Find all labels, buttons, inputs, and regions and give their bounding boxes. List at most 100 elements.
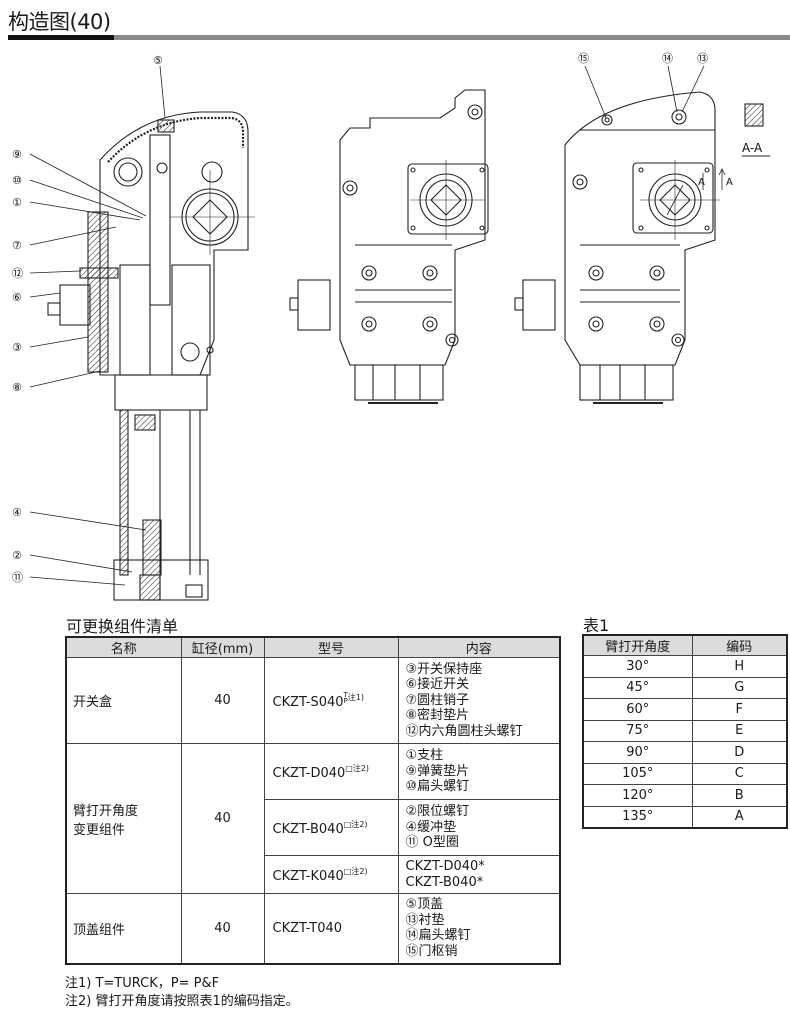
- code-cell: D: [691, 741, 788, 764]
- table1-title: 表1: [583, 616, 610, 635]
- callout-11: ⑪: [12, 571, 23, 584]
- model-code: CKZT-K040: [272, 868, 344, 884]
- part-contents: ①支柱 ⑨弹簧垫片 ⑩扁头螺钉: [397, 743, 561, 800]
- callout-13: ⑬: [697, 52, 708, 65]
- part-model: CKZT-B040□注2): [263, 799, 399, 856]
- part-name-line1: 臂打开角度: [73, 803, 139, 819]
- content-item: ⑭扁头螺钉: [405, 928, 471, 944]
- model-code: CKZT-T040: [272, 920, 343, 936]
- model-box: □: [343, 866, 352, 876]
- code-cell: A: [691, 805, 788, 829]
- section-detail-icon: [742, 103, 770, 157]
- part-bore: 40: [180, 743, 265, 894]
- footnote-1: 注1) T=TURCK，P= P&F: [65, 976, 220, 991]
- angle-cell: 135°: [582, 805, 693, 829]
- content-item: ②限位螺钉: [405, 804, 470, 820]
- part-contents: ②限位螺钉 ④缓冲垫 ⑪ O型圈: [397, 799, 561, 856]
- table-header-row: 名称 缸径(mm) 型号 内容: [65, 636, 561, 658]
- content-item: ⑮门枢销: [405, 943, 458, 959]
- part-bore: 40: [180, 657, 265, 744]
- code-cell: C: [691, 762, 788, 785]
- content-item: ①支柱: [405, 748, 444, 764]
- callout-9: ⑨: [12, 148, 22, 161]
- parts-list-title: 可更换组件清单: [66, 617, 179, 636]
- part-model: CKZT-K040□注2): [263, 855, 399, 894]
- content-item: ⑪ O型圈: [405, 835, 459, 851]
- part-model: CKZT-D040□注2): [263, 743, 399, 800]
- code-cell: E: [691, 719, 788, 742]
- callout-labels: ⑤ ⑨ ⑩ ① ⑦ ⑫ ⑥ ③ ⑧ ④ ② ⑪: [12, 54, 163, 584]
- table-row: 60°F: [582, 698, 788, 721]
- part-name: 顶盖组件: [65, 893, 182, 964]
- header-contents: 内容: [397, 636, 561, 658]
- header-bore: 缸径(mm): [180, 636, 265, 658]
- table-row: CKZT-K040□注2) CKZT-D040* CKZT-B040*: [66, 855, 561, 894]
- part-contents: ⑤顶盖 ⑬衬垫 ⑭扁头螺钉 ⑮门枢销: [397, 893, 561, 964]
- content-item: ⑤顶盖: [405, 897, 444, 913]
- suffix-p: P: [343, 696, 348, 705]
- angle-cell: 30°: [582, 655, 693, 678]
- model-code: CKZT-B040: [272, 821, 344, 837]
- callout-7: ⑦: [12, 239, 22, 252]
- structure-drawing: ⑤ ⑨ ⑩ ① ⑦ ⑫ ⑥ ③ ⑧ ④ ② ⑪: [12, 52, 770, 601]
- model-box: □: [343, 819, 352, 829]
- callout-2: ②: [12, 549, 22, 562]
- table-row: CKZT-B040□注2) ②限位螺钉 ④缓冲垫 ⑪ O型圈: [66, 799, 561, 856]
- callout-5: ⑤: [153, 54, 163, 67]
- content-item: CKZT-B040*: [405, 874, 484, 890]
- angle-cell: 75°: [582, 719, 693, 742]
- model-note: 注1): [347, 692, 365, 702]
- code-cell: F: [691, 698, 788, 721]
- model-note-text: 注2): [352, 763, 370, 773]
- table-row: 90°D: [582, 741, 788, 764]
- callout-1: ①: [12, 196, 22, 209]
- callout-14: ⑭: [662, 52, 673, 65]
- content-item: CKZT-D040*: [405, 858, 485, 874]
- callout-6: ⑥: [12, 291, 22, 304]
- page-title: 构造图(40): [8, 10, 111, 34]
- model-note: □注2): [344, 867, 368, 876]
- part-name: 臂打开角度 变更组件: [65, 743, 182, 894]
- table-row: 135°A: [582, 805, 788, 829]
- section-view: [47, 111, 255, 601]
- footnote-2: 注2) 臂打开角度请按照表1的编码指定。: [65, 994, 299, 1009]
- top-view: [514, 91, 726, 404]
- model-note: □注2): [345, 764, 369, 773]
- part-contents: CKZT-D040* CKZT-B040*: [397, 855, 561, 894]
- header-code: 编码: [691, 634, 788, 656]
- content-item: ⑦圆柱销子: [405, 692, 470, 708]
- callout-12: ⑫: [12, 267, 23, 280]
- content-item: ④缓冲垫: [405, 819, 457, 835]
- table-header-row: 臂打开角度 编码: [582, 634, 788, 656]
- content-item: ⑫内六角圆柱头螺钉: [405, 723, 523, 739]
- model-note: □注2): [344, 820, 368, 829]
- part-bore: 40: [180, 893, 265, 964]
- header-model: 型号: [263, 636, 399, 658]
- suffix-t: T: [343, 690, 348, 699]
- content-item: ⑧密封垫片: [405, 708, 470, 724]
- callout-15: ⑮: [578, 52, 589, 65]
- callout-4: ④: [12, 506, 22, 519]
- angle-cell: 105°: [582, 762, 693, 785]
- section-marker-a: A: [726, 177, 733, 188]
- header-angle: 臂打开角度: [582, 634, 693, 656]
- angle-cell: 120°: [582, 784, 693, 807]
- callout-8: ⑧: [12, 381, 22, 394]
- callout-leaders: [29, 65, 166, 586]
- callout-3: ③: [12, 341, 22, 354]
- header-name: 名称: [65, 636, 182, 658]
- table-row: 顶盖组件 40 CKZT-T040 ⑤顶盖 ⑬衬垫 ⑭扁头螺钉 ⑮门枢销: [65, 893, 561, 964]
- callout-10: ⑩: [12, 174, 22, 187]
- part-name-line2: 变更组件: [73, 822, 126, 838]
- part-name: 开关盒: [65, 657, 182, 744]
- code-cell: G: [691, 676, 788, 699]
- front-view: [289, 89, 489, 404]
- model-code: CKZT-S040: [272, 694, 344, 710]
- code-cell: B: [691, 784, 788, 807]
- content-item: ⑬衬垫: [405, 912, 445, 928]
